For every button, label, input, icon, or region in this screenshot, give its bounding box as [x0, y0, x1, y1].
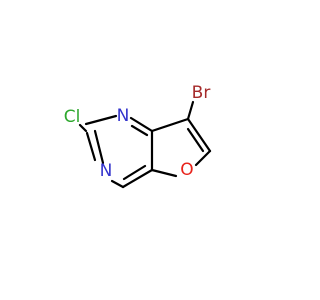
bond-c7a-c7 — [150, 117, 190, 133]
atom-nitrogen-bottom: N — [100, 161, 113, 181]
bond-n-bottom-c2-double — [85, 131, 97, 162]
atom-chlorine: Cl — [64, 107, 81, 127]
bond-n-top-c7a — [129, 116, 154, 133]
bond-c7-c6-double — [186, 127, 205, 153]
bond-c4-n-bottom — [110, 179, 125, 189]
atom-label-group: Br Cl N N O — [64, 83, 211, 181]
bond-o-c4a — [150, 168, 178, 178]
bond-c4a-c4-double — [122, 164, 147, 181]
atom-bromine: Br — [192, 83, 211, 103]
bond-c2-n-top — [84, 114, 118, 126]
atom-nitrogen-top: N — [117, 106, 130, 126]
bond-c6-o — [194, 149, 212, 167]
bond-n-top-c7a-double — [130, 124, 149, 137]
bond-group — [78, 100, 212, 189]
atom-oxygen: O — [180, 160, 193, 180]
bond-c4a-c4 — [121, 168, 154, 189]
bond-c7-c6 — [186, 117, 212, 153]
bond-c7-br — [186, 100, 195, 121]
molecule-structure: Br Cl N N O — [64, 83, 212, 189]
bond-n-bottom-c2 — [93, 129, 105, 165]
bond-c2-cl — [78, 123, 88, 133]
